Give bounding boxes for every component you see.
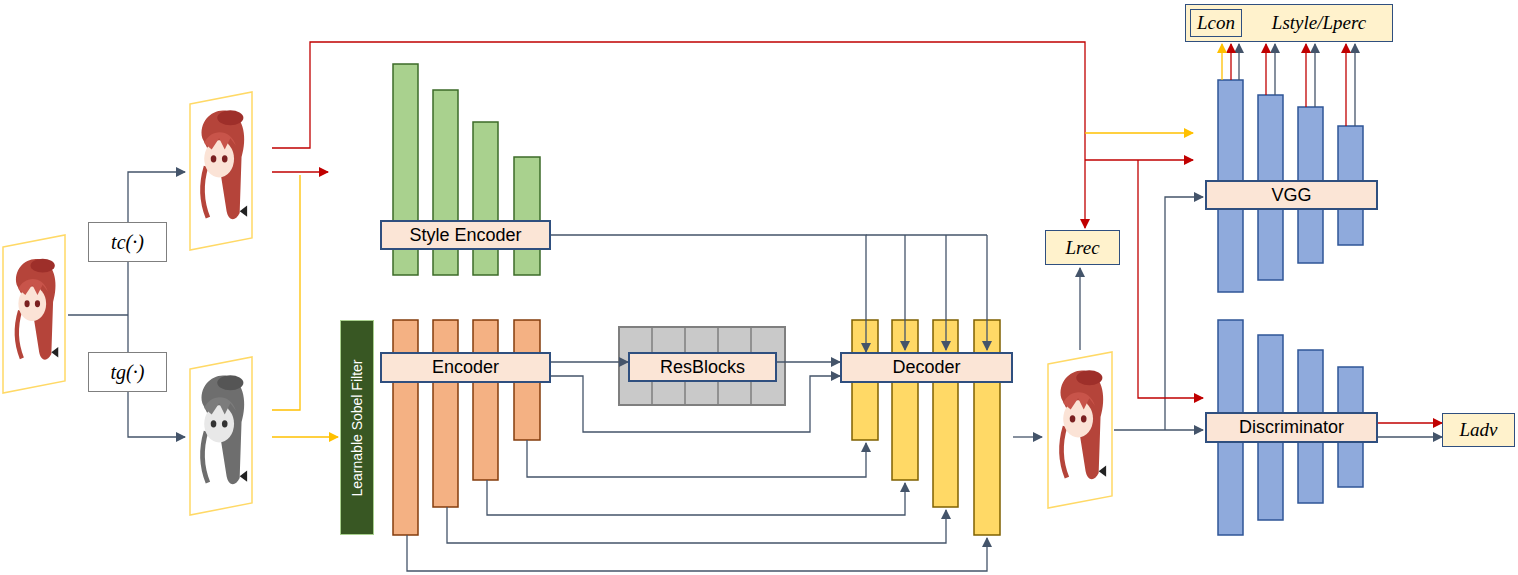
- node-text: Lrec: [1065, 237, 1099, 259]
- wire: [68, 314, 128, 315]
- wire: [904, 235, 905, 350]
- node-text: ResBlocks: [660, 357, 745, 378]
- wire: [1265, 44, 1266, 95]
- node-text: tc(·): [111, 231, 144, 254]
- resblock-stack: [619, 327, 785, 405]
- transform-box: tg(·): [88, 352, 167, 392]
- wire: [1013, 436, 1042, 437]
- wire: [1085, 132, 1193, 133]
- transform-box: tc(·): [88, 222, 167, 262]
- resblock-panel: [619, 327, 785, 405]
- wire: [1345, 44, 1346, 126]
- image-frame: [190, 92, 252, 250]
- node-text: Discriminator: [1239, 417, 1344, 438]
- wire: [272, 436, 338, 437]
- feature-bar: [514, 157, 540, 275]
- wire: [1138, 160, 1203, 398]
- wire: [1221, 44, 1222, 80]
- output-image: [1061, 370, 1107, 479]
- connector: [1378, 422, 1442, 423]
- color-image: [202, 110, 248, 219]
- red-wires: [272, 42, 1346, 398]
- module-label: ResBlocks: [628, 352, 777, 382]
- wire: [1165, 197, 1203, 430]
- loss-box: Lrec: [1045, 230, 1120, 265]
- wire: [1238, 44, 1239, 80]
- node-text: Learnable Sobel Filter: [349, 359, 365, 496]
- dark-wires: [68, 44, 1355, 571]
- loss-box: Lcon: [1190, 9, 1242, 37]
- connector: [777, 361, 840, 362]
- connector: [551, 235, 866, 352]
- connector: [551, 376, 840, 432]
- wire: [272, 171, 328, 172]
- feature-bar: [473, 320, 498, 480]
- wire: [1114, 429, 1203, 430]
- skip-wire: [527, 440, 866, 477]
- module-label: Discriminator: [1205, 412, 1378, 443]
- resblock-grid: [652, 327, 751, 405]
- wire: [1314, 44, 1315, 107]
- skip-wire: [407, 535, 987, 571]
- filter-band: Learnable Sobel Filter: [340, 320, 374, 535]
- wire: [128, 172, 185, 222]
- module-label: Style Encoder: [380, 220, 551, 250]
- style-encoder-bars: [393, 64, 540, 275]
- node-text: VGG: [1271, 185, 1311, 206]
- wire: [945, 235, 946, 350]
- module-label: VGG: [1205, 180, 1378, 210]
- wire: [1305, 44, 1306, 107]
- gray-image: [202, 375, 248, 484]
- wire: [1230, 44, 1231, 80]
- skip-wire: [447, 507, 946, 543]
- node-text: Ladv: [1460, 419, 1498, 441]
- wire: [1274, 44, 1275, 95]
- wire: [127, 262, 128, 352]
- feature-bar: [473, 122, 498, 275]
- loss-box: Ladv: [1442, 413, 1515, 447]
- image-frame: [190, 357, 252, 515]
- node-text: Encoder: [432, 357, 499, 378]
- wire: [1085, 159, 1193, 160]
- wire: [1354, 44, 1355, 126]
- node-text: Lcon: [1197, 12, 1235, 34]
- wire: [128, 392, 185, 437]
- feature-bar: [433, 320, 458, 507]
- skip-wire: [487, 480, 905, 515]
- node-text: Style Encoder: [409, 225, 521, 246]
- node-text: Decoder: [892, 357, 960, 378]
- wire: [272, 42, 1085, 228]
- image-frame: [1048, 352, 1112, 508]
- module-label: Decoder: [840, 352, 1013, 383]
- module-label: Encoder: [380, 352, 551, 383]
- yellow-wires: [272, 44, 1222, 437]
- node-text: tg(·): [111, 361, 145, 384]
- connector: [551, 361, 628, 362]
- node-text: Lstyle/Lperc: [1272, 12, 1366, 34]
- wire: [986, 235, 987, 350]
- loss-group: Lstyle/Lperc Lcon: [1185, 4, 1393, 42]
- input-image: [16, 259, 58, 360]
- wire: [866, 234, 987, 235]
- wire: [1079, 268, 1080, 350]
- connector: [1378, 436, 1442, 437]
- discriminator-bars: [1218, 320, 1363, 535]
- wire: [272, 175, 300, 410]
- image-frame: [3, 235, 65, 393]
